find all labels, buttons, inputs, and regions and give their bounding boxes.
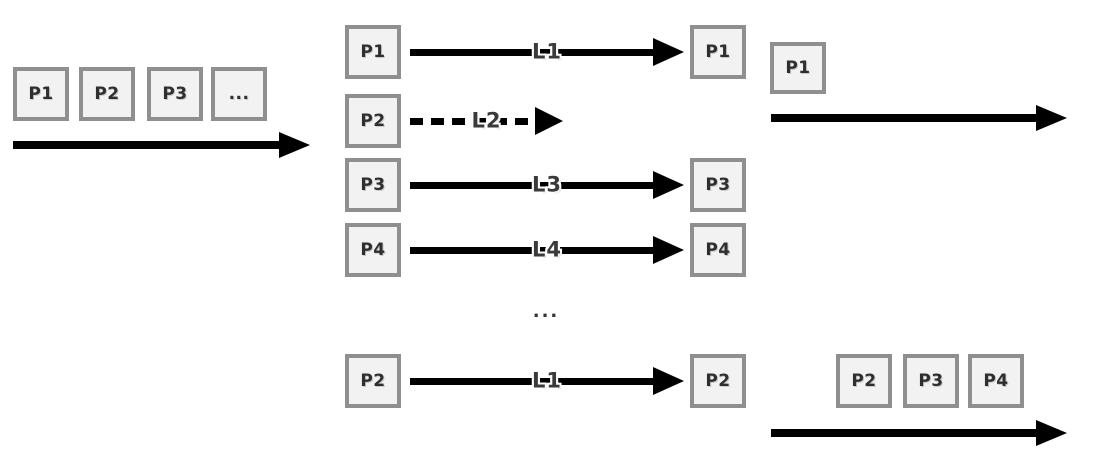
output-packet-box: P2 [836, 354, 892, 408]
ellipsis-text: ... [532, 301, 560, 322]
output-packet-box: P1 [770, 42, 826, 94]
link-src-packet-box: P3 [345, 158, 401, 212]
link-src-packet-box: P2 [345, 354, 401, 408]
arrow-head-icon [1036, 105, 1067, 131]
arrow-head-icon [653, 171, 684, 199]
arrow-line [410, 246, 654, 254]
arrow-head-icon [653, 367, 684, 395]
link-src-packet-box: P2 [345, 94, 401, 148]
arrow-head-icon [1036, 420, 1067, 446]
link-label: L1 [532, 368, 562, 393]
arrow-line [771, 429, 1037, 437]
input-packet-box: P3 [147, 67, 203, 121]
arrow-line [771, 114, 1037, 122]
link-dst-packet-box: P2 [690, 354, 746, 408]
arrow-head-icon [653, 236, 684, 264]
arrow-head-icon [279, 132, 310, 158]
link-src-packet-box: P4 [345, 223, 401, 277]
arrow-line [410, 181, 654, 189]
link-label: L4 [532, 237, 562, 262]
arrow-line-dashed [410, 117, 536, 125]
output-packet-box: P4 [968, 354, 1024, 408]
arrow-line [410, 377, 654, 385]
arrow-head-icon [653, 38, 684, 66]
link-label: L3 [532, 172, 562, 197]
arrow-line [410, 48, 654, 56]
arrow-head-icon [535, 107, 563, 135]
link-label: L2 [471, 108, 502, 133]
input-packet-box: ... [211, 67, 267, 121]
input-packet-box: P1 [13, 67, 69, 121]
input-packet-box: P2 [79, 67, 135, 121]
link-label: L1 [532, 39, 562, 64]
link-src-packet-box: P1 [345, 25, 401, 79]
link-dst-packet-box: P1 [690, 25, 746, 79]
link-dst-packet-box: P4 [690, 223, 746, 277]
arrow-line [13, 141, 280, 149]
output-packet-box: P3 [903, 354, 959, 408]
link-dst-packet-box: P3 [690, 158, 746, 212]
